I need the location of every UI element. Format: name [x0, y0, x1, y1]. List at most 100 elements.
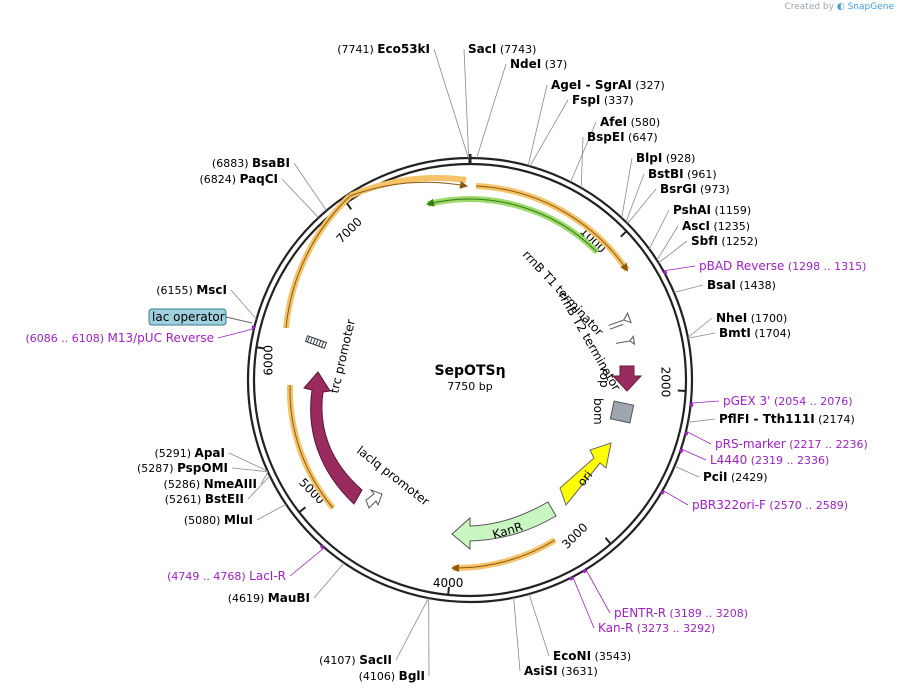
- lac-operator-leader: [225, 316, 253, 324]
- enzyme-label: (5291) ApaI: [154, 446, 225, 460]
- primer-mark: [679, 448, 684, 454]
- tick-label: 3000: [559, 520, 590, 551]
- enzyme-label: PshAI (1159): [673, 203, 751, 217]
- tick-mark: [620, 230, 628, 238]
- enzyme-name: BsaI: [707, 278, 736, 292]
- credit-prefix: Created by: [784, 2, 834, 12]
- enzyme-leader-line: [293, 162, 327, 211]
- primer-name: M13/pUC Reverse: [108, 331, 215, 345]
- enzyme-leader-line: [228, 452, 268, 472]
- enzyme-name-2: Tth111I: [763, 412, 815, 426]
- orf-arc-left-bottom-line: [289, 384, 334, 509]
- enzyme-leader-line: [673, 284, 704, 293]
- enzyme-position: (7741): [337, 43, 377, 56]
- tick-label: 6000: [261, 345, 275, 376]
- enzyme-position: (2429): [728, 471, 768, 484]
- enzyme-position: (1438): [736, 279, 776, 292]
- enzyme-position: (647): [625, 131, 658, 144]
- primer-range: (2054 .. 2076): [770, 395, 852, 408]
- primer-label: (6086 .. 6108) M13/pUC Reverse: [25, 331, 214, 345]
- enzyme-leader-line: [570, 121, 597, 183]
- primer-leader-line: [289, 547, 324, 577]
- enzyme-position: (1159): [711, 204, 751, 217]
- primer-mark: [251, 325, 256, 330]
- enzyme-leader-line: [476, 63, 507, 159]
- primer-name: pRS-marker: [715, 437, 786, 451]
- primer-label: Kan-R (3273 .. 3292): [598, 621, 715, 635]
- enzyme-name: AgeI: [551, 78, 581, 92]
- enzyme-label: PflFI - Tth111I (2174): [719, 412, 855, 426]
- kanr-arrow: [451, 501, 557, 551]
- rrnb-t1-terminator-icon: [608, 312, 632, 330]
- enzyme-label: FspI (337): [572, 93, 633, 107]
- enzyme-name: PflFI: [719, 412, 749, 426]
- enzyme-leader-line: [674, 465, 700, 478]
- primer-name: L4440: [710, 453, 747, 467]
- enzyme-name: MauBI: [268, 591, 310, 605]
- enzyme-label: EcoNI (3543): [553, 649, 631, 663]
- primer-name: Kan-R: [598, 621, 633, 635]
- laciq-label: lacIq promoter: [354, 443, 432, 508]
- enzyme-position: (327): [632, 79, 665, 92]
- primer-range: (1298 .. 1315): [784, 260, 866, 273]
- enzyme-label: (5287) PspOMI: [137, 461, 228, 475]
- enzyme-name: BglI: [399, 669, 425, 683]
- enzyme-label: (6824) PaqCI: [199, 172, 278, 186]
- enzyme-name: MluI: [224, 513, 253, 527]
- orf-arc-top: [348, 175, 467, 199]
- orf-arc-right-line: [475, 185, 629, 272]
- primer-range: (3273 .. 3292): [633, 622, 715, 635]
- enzyme-label: (6155) MscI: [156, 283, 227, 297]
- enzyme-position: (5286): [164, 478, 204, 491]
- primer-range: (6086 .. 6108): [25, 332, 107, 345]
- snapgene-logo-icon: ◐: [836, 2, 845, 12]
- enzyme-name-2: SgrAI: [595, 78, 632, 92]
- enzyme-label: (5261) BstEII: [165, 492, 244, 506]
- enzyme-name: PspOMI: [177, 461, 228, 475]
- primer-range: (4749 .. 4768): [167, 570, 249, 583]
- enzyme-leader-line: [656, 225, 679, 261]
- enzyme-name: SbfI: [691, 234, 718, 248]
- trc-label: trc promoter: [327, 318, 358, 395]
- enzyme-leader-line: [281, 178, 319, 218]
- enzyme-name: ApaI: [195, 446, 225, 460]
- orf-arc-bottom-line: [451, 539, 556, 573]
- enzyme-leader-line: [627, 188, 657, 224]
- enzyme-leader-line: [433, 48, 469, 159]
- snapgene-credit: Created by ◐ SnapGene: [784, 2, 894, 12]
- enzyme-leader-line: [463, 48, 470, 159]
- enzyme-leader-line: [529, 99, 569, 167]
- primer-name: pENTR-R: [614, 606, 666, 620]
- enzyme-position: (337): [600, 94, 633, 107]
- primer-name: LacI-R: [249, 569, 286, 583]
- enzyme-leader-line: [231, 467, 268, 473]
- enzyme-name: BmtI: [719, 326, 751, 340]
- enzyme-label: (5286) NmeAIII: [164, 477, 257, 491]
- enzyme-position: (7743): [496, 43, 536, 56]
- enzyme-position: (961): [684, 168, 717, 181]
- enzyme-leader-line: [256, 503, 287, 521]
- laci-arrow: [303, 371, 363, 505]
- orf-arc-top-line: [349, 180, 468, 197]
- tick-mark: [604, 537, 612, 545]
- primer-label: L4440 (2319 .. 2336): [710, 453, 829, 467]
- green-feature-arc-line: [426, 198, 598, 253]
- enzyme-label: BlpI (928): [636, 151, 695, 165]
- enzyme-leader-line: [621, 157, 633, 218]
- enzyme-label: AsiSI (3631): [524, 664, 598, 678]
- enzyme-leader-line: [313, 562, 345, 599]
- enzyme-name: BsaBI: [252, 156, 290, 170]
- enzyme-label: BmtI (1704): [719, 326, 791, 340]
- enzyme-leader-line: [260, 471, 269, 485]
- enzyme-name: NmeAIII: [204, 477, 257, 491]
- rop-arrow: [611, 365, 643, 392]
- primer-mark: [663, 270, 668, 275]
- tick-mark: [298, 506, 307, 514]
- enzyme-name: FspI: [572, 93, 600, 107]
- primer-mark: [684, 431, 689, 436]
- enzyme-name: EcoNI: [553, 649, 591, 663]
- enzyme-leader-line: [247, 475, 271, 500]
- primer-leader-line: [681, 448, 707, 461]
- enzyme-leader-line: [513, 597, 521, 672]
- enzyme-leader-line: [648, 209, 670, 250]
